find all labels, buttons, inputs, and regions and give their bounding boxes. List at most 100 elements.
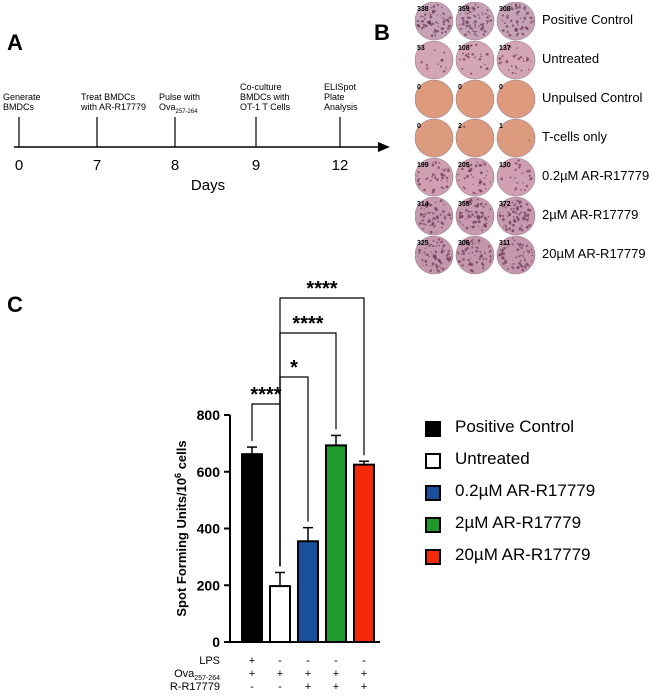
well-spot bbox=[441, 12, 444, 15]
well-spot bbox=[461, 249, 464, 252]
well-count: 0 bbox=[417, 84, 421, 91]
well-spot bbox=[504, 243, 507, 246]
well-spot bbox=[477, 250, 480, 252]
timeline-day-label: 0 bbox=[15, 157, 23, 174]
treatment-row-label: Ova257-264 bbox=[174, 668, 220, 682]
well-spot bbox=[434, 224, 437, 227]
elispot-well: 205 bbox=[455, 157, 495, 197]
well-spot bbox=[457, 179, 460, 182]
well-spot bbox=[476, 6, 479, 8]
well-spot bbox=[514, 72, 517, 75]
well-spot bbox=[514, 65, 518, 68]
well-spot bbox=[467, 165, 470, 168]
well-spot bbox=[446, 180, 449, 182]
well-spot bbox=[440, 172, 444, 176]
timeline-day-label: 12 bbox=[332, 157, 349, 174]
well-spot bbox=[443, 70, 446, 73]
well-spot bbox=[508, 213, 512, 216]
well-spot bbox=[439, 213, 442, 216]
well-spot bbox=[512, 223, 515, 227]
well-spot bbox=[480, 24, 483, 26]
well-spot bbox=[483, 252, 486, 254]
well-spot bbox=[461, 216, 463, 219]
well-count: 0 bbox=[458, 84, 462, 91]
well-spot bbox=[465, 201, 469, 205]
well-spot bbox=[417, 25, 421, 28]
well-spot bbox=[431, 262, 435, 266]
well-spot bbox=[476, 30, 478, 33]
well-spot bbox=[501, 20, 504, 22]
well-spot bbox=[472, 10, 475, 13]
well-spot bbox=[499, 212, 501, 214]
well-spot bbox=[475, 246, 478, 249]
well-spot bbox=[521, 268, 525, 272]
legend-swatch bbox=[425, 485, 441, 501]
well-spot bbox=[501, 55, 504, 58]
well-spot bbox=[483, 30, 487, 33]
well-spot bbox=[510, 208, 513, 211]
well-spot bbox=[478, 181, 482, 184]
well-spot bbox=[521, 216, 525, 220]
well-spot bbox=[426, 221, 429, 223]
well-spot bbox=[516, 206, 520, 210]
elispot-well: 308 bbox=[496, 2, 536, 41]
well-spot bbox=[425, 263, 428, 266]
well-spot bbox=[526, 249, 529, 252]
well-spot bbox=[519, 228, 521, 231]
well-spot bbox=[514, 3, 518, 7]
well-spot bbox=[474, 220, 476, 223]
well-row-label: T-cells only bbox=[542, 129, 608, 144]
well-spot bbox=[443, 250, 445, 253]
well-count: 199 bbox=[417, 162, 429, 169]
well-spot bbox=[431, 219, 434, 221]
well-spot bbox=[449, 214, 452, 217]
well-spot bbox=[507, 239, 509, 242]
well-spot bbox=[443, 13, 446, 16]
well-spot bbox=[432, 212, 435, 215]
treatment-sign: + bbox=[361, 681, 367, 693]
well-spot bbox=[434, 254, 437, 256]
well-spot bbox=[436, 216, 439, 220]
well-spot bbox=[427, 202, 430, 205]
well-spot bbox=[512, 210, 515, 214]
well-spot bbox=[428, 12, 431, 14]
well-spot bbox=[437, 63, 439, 65]
well-spot bbox=[432, 253, 435, 256]
well-spot bbox=[442, 27, 445, 30]
legend-label: 0.2µM AR-R17779 bbox=[455, 481, 596, 500]
well-spot bbox=[424, 223, 427, 226]
elispot-well: 372 bbox=[496, 196, 536, 236]
well-spot bbox=[503, 22, 506, 25]
well-spot bbox=[424, 213, 427, 216]
well-spot bbox=[510, 6, 513, 8]
well-spot bbox=[498, 61, 502, 65]
well-spot bbox=[478, 225, 480, 227]
well-spot bbox=[479, 202, 483, 206]
elispot-well: 0 bbox=[455, 79, 495, 119]
well-spot bbox=[520, 211, 523, 214]
well-spot bbox=[434, 201, 437, 203]
well-disc bbox=[496, 40, 536, 80]
well-spot bbox=[526, 226, 529, 229]
well-spot bbox=[440, 179, 442, 182]
treatment-sign: - bbox=[278, 681, 282, 693]
well-spot bbox=[467, 259, 470, 262]
well-spot bbox=[516, 47, 519, 49]
elispot-well: 2 bbox=[455, 118, 495, 158]
well-spot bbox=[465, 4, 469, 8]
well-spot bbox=[461, 17, 465, 20]
well-spot bbox=[430, 251, 432, 253]
significance-label: **** bbox=[306, 280, 337, 300]
well-spot bbox=[516, 217, 519, 220]
well-spot bbox=[514, 168, 517, 172]
well-spot bbox=[500, 61, 503, 64]
well-spot bbox=[470, 173, 473, 176]
well-spot bbox=[519, 205, 522, 208]
well-spot bbox=[528, 250, 531, 253]
well-spot bbox=[505, 25, 509, 28]
well-spot bbox=[466, 13, 468, 15]
well-spot bbox=[446, 169, 450, 173]
well-spot bbox=[462, 224, 464, 226]
well-spot bbox=[524, 10, 526, 12]
well-spot bbox=[465, 209, 468, 212]
